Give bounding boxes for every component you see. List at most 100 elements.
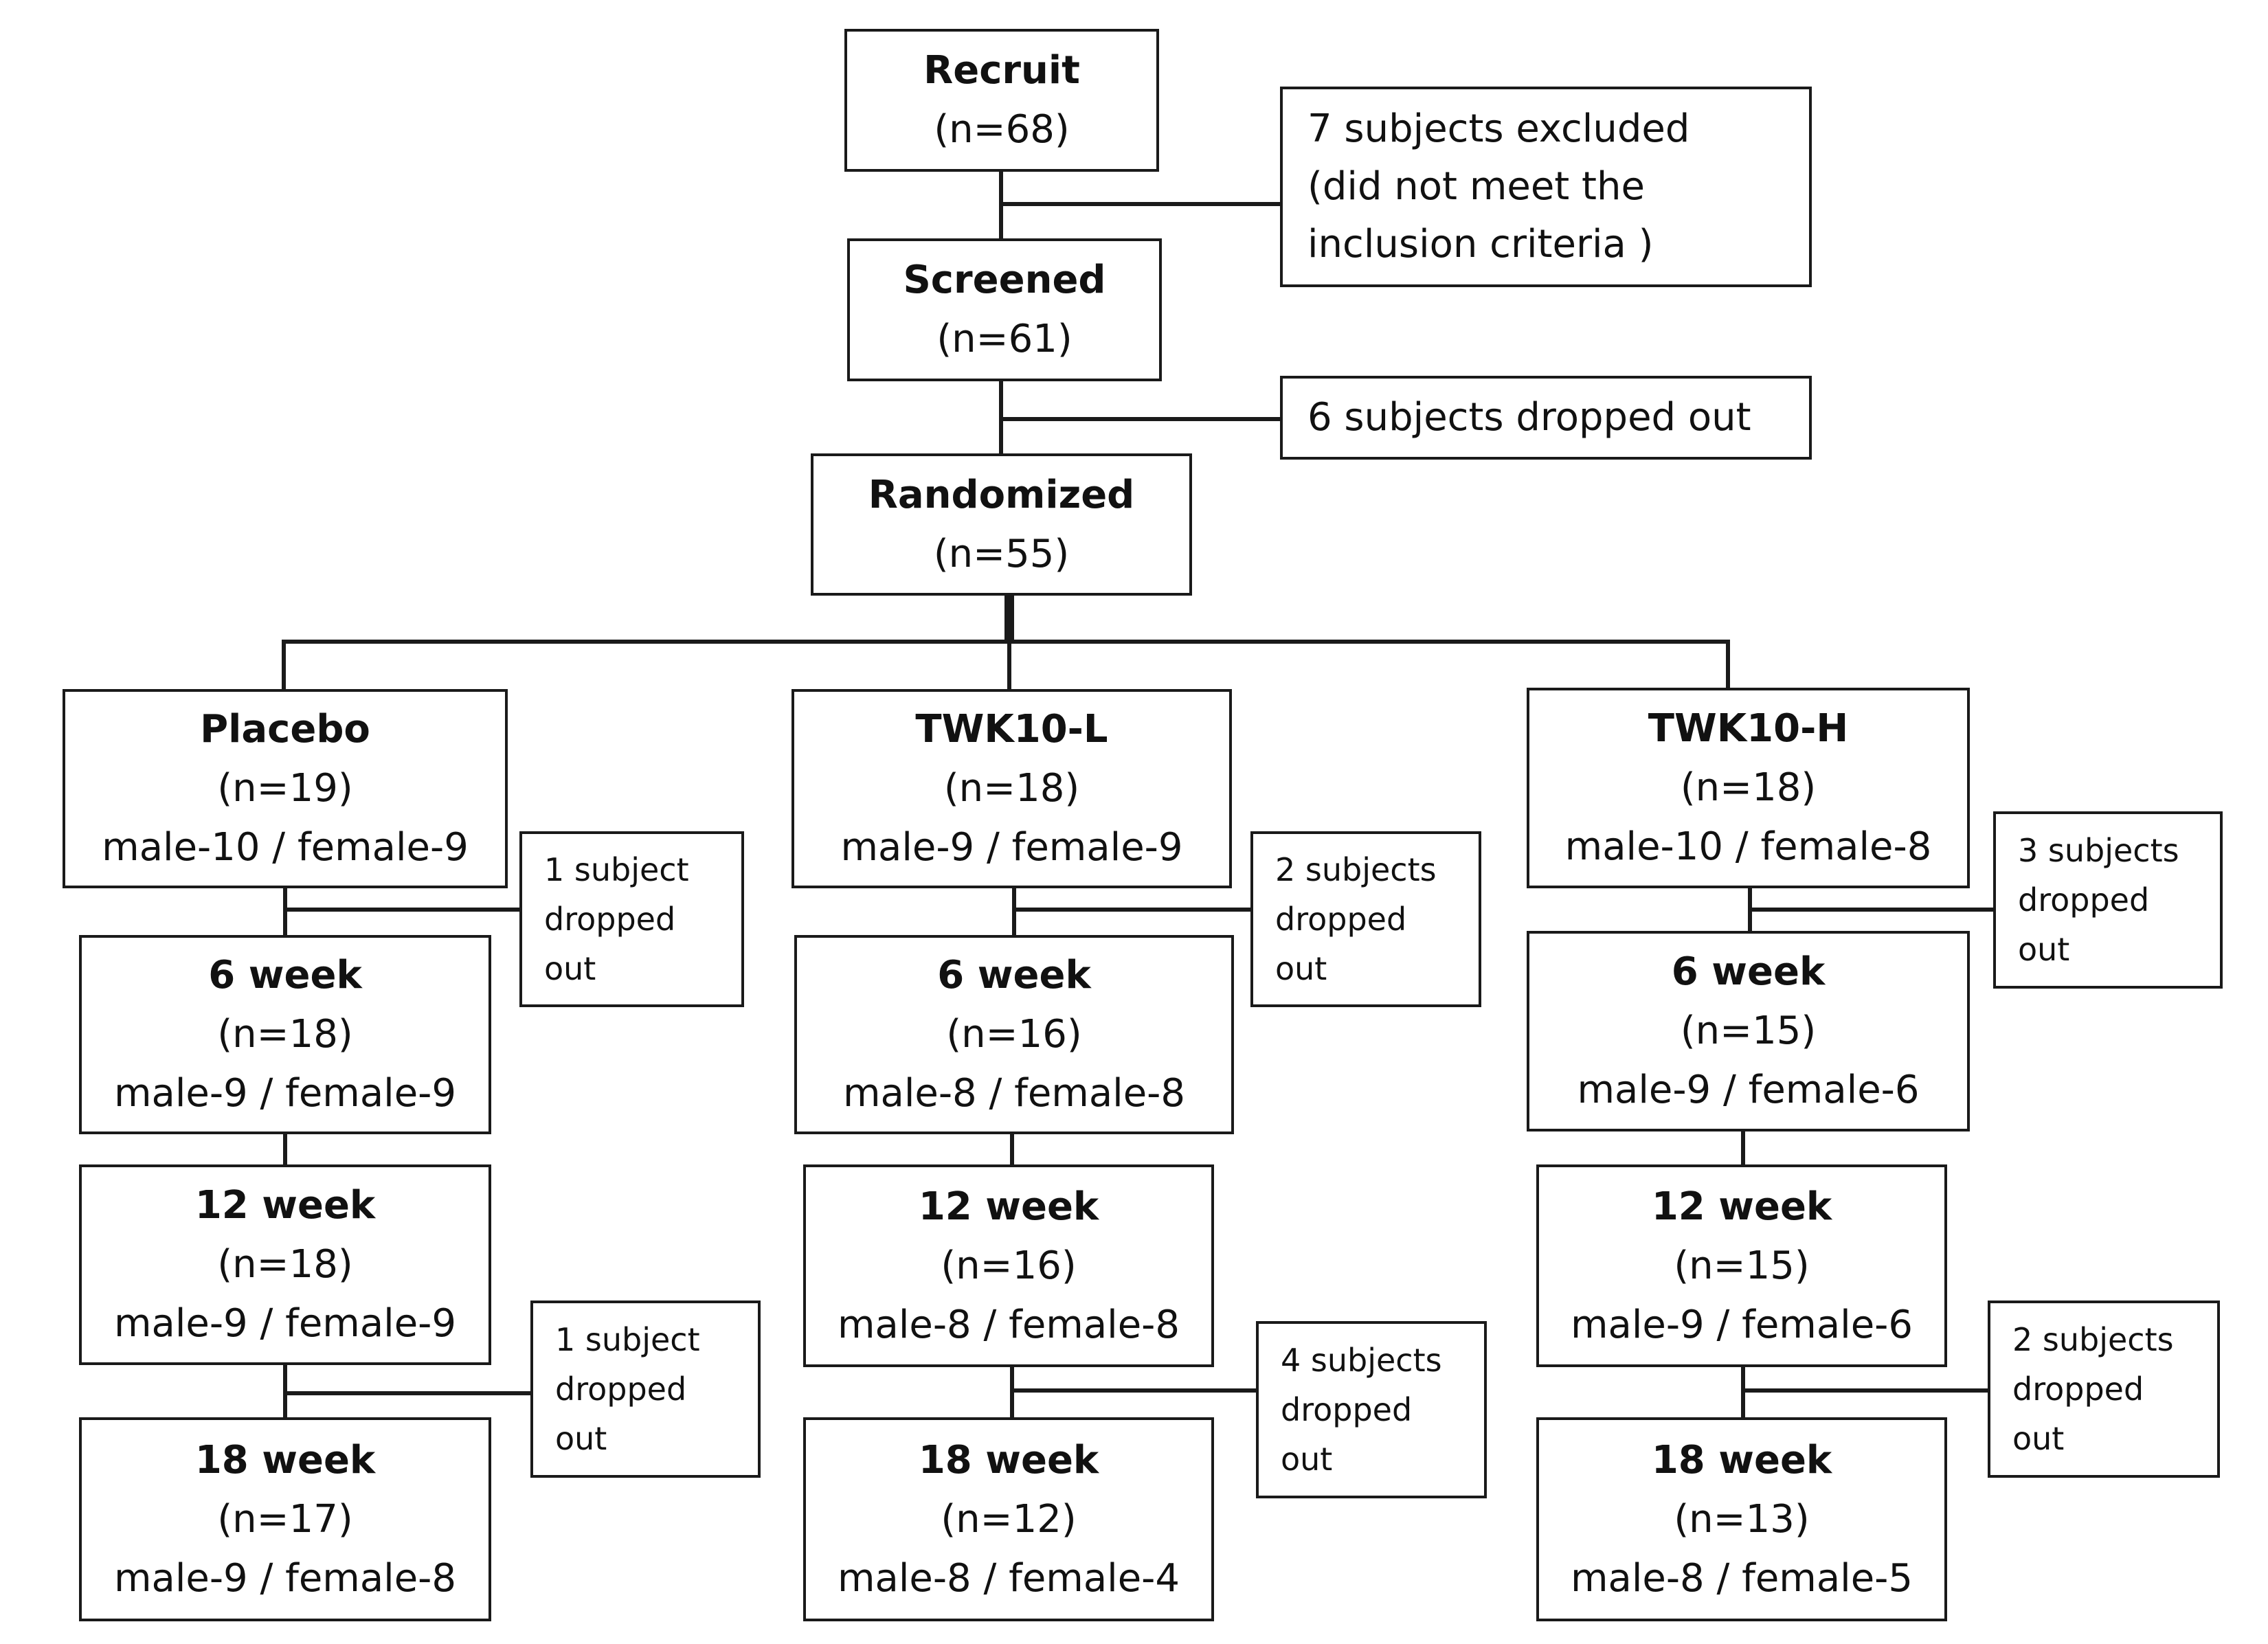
connector-twk10l-w6 [1012,888,1016,936]
week-sex-split: male-8 / female-8 [837,1302,1180,1347]
dropout-line: dropped [1275,901,1407,938]
dropout-note-placebo-1: 1 subject dropped out [519,831,744,1007]
week6-box-twk10l: 6 week (n=16) male-8 / female-8 [794,935,1234,1134]
week-sex-split: male-9 / female-9 [113,1301,457,1346]
arm-sex-split: male-9 / female-9 [840,825,1183,870]
dropped-note-line: 6 subjects dropped out [1307,395,1751,440]
week-count: (n=16) [941,1243,1077,1288]
dropout-note-placebo-2: 1 subject dropped out [530,1300,761,1478]
arm-name: TWK10-L [915,707,1108,752]
week-title: 18 week [918,1437,1099,1483]
dropout-line: 4 subjects [1281,1342,1442,1379]
week-title: 12 week [1651,1184,1832,1229]
excluded-note-line: inclusion criteria ) [1307,222,1654,267]
connector-dropped [1001,417,1280,421]
arm-sex-split: male-10 / female-8 [1564,824,1932,869]
dropout-line: out [1275,950,1327,987]
week12-box-twk10l: 12 week (n=16) male-8 / female-8 [803,1164,1214,1367]
week-sex-split: male-9 / female-6 [1577,1068,1920,1112]
week-title: 6 week [208,953,362,998]
screened-box: Screened (n=61) [847,238,1162,381]
arm-box-twk10h: TWK10-H (n=18) male-10 / female-8 [1527,688,1970,888]
connector-twk10l-drop1 [1014,908,1250,912]
week-count: (n=18) [217,1242,353,1287]
week-title: 6 week [1671,949,1826,994]
screened-count: (n=61) [936,317,1073,361]
week18-box-placebo: 18 week (n=17) male-9 / female-8 [79,1417,491,1621]
connector-arms-horizontal [282,640,1730,644]
week-count: (n=17) [217,1496,353,1542]
dropout-note-twk10h-1: 3 subjects dropped out [1993,811,2223,989]
recruit-title: Recruit [923,48,1080,93]
week-title: 18 week [194,1437,376,1483]
dropped-note: 6 subjects dropped out [1280,376,1812,460]
connector-excluded [1001,202,1280,206]
dropout-note-twk10l-1: 2 subjects dropped out [1250,831,1481,1007]
connector-recruit-screened [999,172,1003,240]
connector-arm-placebo [282,640,286,689]
week-sex-split: male-9 / female-8 [113,1555,457,1601]
screened-title: Screened [903,258,1106,302]
arm-name: Placebo [200,707,370,752]
week-sex-split: male-8 / female-4 [837,1555,1180,1601]
arm-count: (n=18) [943,766,1080,811]
excluded-note-line: (did not meet the [1307,164,1645,209]
week-count: (n=13) [1674,1496,1810,1542]
excluded-note: 7 subjects excluded (did not meet the in… [1280,87,1812,287]
excluded-note-line: 7 subjects excluded [1307,106,1690,151]
recruit-count: (n=68) [934,107,1070,152]
dropout-line: out [555,1420,607,1457]
arm-name: TWK10-H [1648,706,1849,751]
week-title: 12 week [194,1183,376,1228]
dropout-line: dropped [2012,1371,2144,1408]
dropout-line: 1 subject [544,851,689,888]
connector-twk10h-w12 [1741,1130,1745,1166]
recruit-box: Recruit (n=68) [844,29,1159,172]
connector-placebo-w6 [283,888,287,936]
dropout-line: dropped [1281,1391,1413,1428]
dropout-note-twk10l-2: 4 subjects dropped out [1256,1321,1487,1498]
arm-box-twk10l: TWK10-L (n=18) male-9 / female-9 [791,689,1232,888]
dropout-line: out [2018,931,2070,968]
week-title: 12 week [918,1184,1099,1229]
dropout-line: dropped [544,901,676,938]
week-count: (n=12) [941,1496,1077,1542]
dropout-line: dropped [2018,881,2150,919]
connector-randomized-split [1004,596,1014,644]
dropout-line: 1 subject [555,1321,700,1358]
arm-count: (n=18) [1680,765,1817,810]
connector-arm-twk10h [1726,640,1730,689]
week12-box-twk10h: 12 week (n=15) male-9 / female-6 [1536,1164,1947,1367]
week12-box-placebo: 12 week (n=18) male-9 / female-9 [79,1164,491,1365]
connector-placebo-w12 [283,1131,287,1166]
week18-box-twk10h: 18 week (n=13) male-8 / female-5 [1536,1417,1947,1621]
week-sex-split: male-9 / female-6 [1570,1302,1913,1347]
dropout-line: out [544,950,596,987]
connector-twk10l-drop2 [1012,1388,1257,1393]
arm-box-placebo: Placebo (n=19) male-10 / female-9 [63,689,508,888]
week-count: (n=16) [946,1012,1082,1057]
week6-box-twk10h: 6 week (n=15) male-9 / female-6 [1527,931,1970,1131]
dropout-note-twk10h-2: 2 subjects dropped out [1988,1300,2220,1478]
connector-placebo-drop1 [285,908,519,912]
dropout-line: dropped [555,1371,687,1408]
arm-count: (n=19) [217,766,353,811]
arm-sex-split: male-10 / female-9 [102,825,469,870]
week-count: (n=15) [1674,1243,1810,1288]
week-count: (n=15) [1680,1009,1817,1053]
week-sex-split: male-9 / female-9 [113,1071,457,1116]
week-count: (n=18) [217,1012,353,1057]
dropout-line: 3 subjects [2018,832,2179,869]
randomized-count: (n=55) [933,531,1070,576]
dropout-line: 2 subjects [1275,851,1437,888]
week-sex-split: male-8 / female-8 [842,1071,1186,1116]
connector-twk10h-drop1 [1750,908,1993,912]
dropout-line: 2 subjects [2012,1321,2174,1358]
week-title: 18 week [1651,1437,1832,1483]
connector-twk10h-drop2 [1743,1388,1989,1393]
randomized-box: Randomized (n=55) [811,453,1192,596]
week-sex-split: male-8 / female-5 [1570,1555,1913,1601]
dropout-line: out [1281,1441,1333,1478]
week6-box-placebo: 6 week (n=18) male-9 / female-9 [79,935,491,1134]
